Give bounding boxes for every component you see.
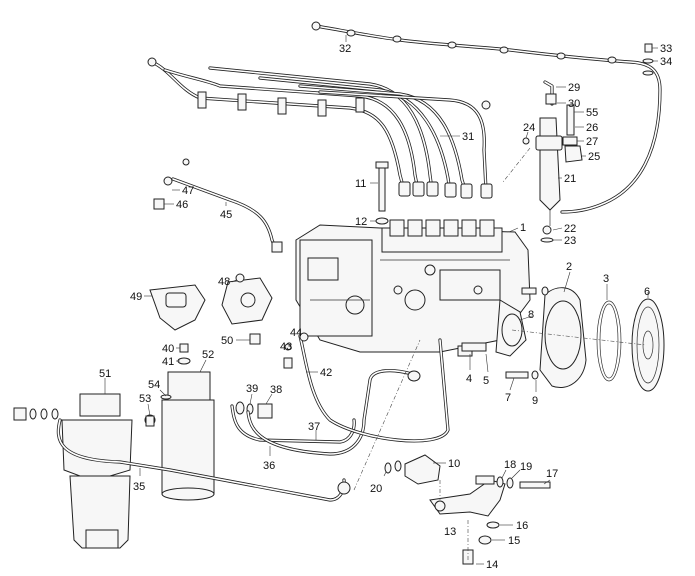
bolt-11-washer-12 — [375, 161, 389, 225]
callout-45: 45 — [220, 209, 232, 221]
high-pressure-pipes-31 — [147, 57, 493, 199]
callout-1: 1 — [520, 222, 526, 234]
callout-22: 22 — [564, 223, 576, 235]
pipe-45 — [153, 158, 283, 253]
callout-36: 36 — [263, 460, 275, 472]
callout-51: 51 — [99, 368, 111, 380]
drive-end-parts — [461, 286, 665, 392]
callout-19: 19 — [520, 461, 532, 473]
callout-37: 37 — [308, 421, 320, 433]
callout-5: 5 — [483, 375, 489, 387]
callout-38: 38 — [270, 384, 282, 396]
callout-50: 50 — [221, 335, 233, 347]
callout-34: 34 — [660, 56, 672, 68]
callout-15: 15 — [508, 535, 520, 547]
callout-53: 53 — [139, 393, 151, 405]
injector-assembly — [502, 80, 583, 243]
banjo-bolt-33-34 — [642, 43, 654, 76]
callout-46: 46 — [176, 199, 188, 211]
fuel-filters — [13, 332, 450, 549]
lower-bracket-assembly — [353, 339, 551, 565]
callout-41: 41 — [162, 356, 174, 368]
callout-43: 43 — [280, 341, 292, 353]
callout-35: 35 — [133, 481, 145, 493]
callout-49: 49 — [130, 291, 142, 303]
callout-44: 44 — [290, 327, 302, 339]
callout-labels: 1 2 3 4 5 6 7 8 9 10 11 12 13 — [99, 35, 672, 571]
callout-31: 31 — [462, 131, 474, 143]
callout-3: 3 — [603, 273, 609, 285]
callout-16: 16 — [516, 520, 528, 532]
injection-pump-1 — [295, 219, 531, 357]
callout-21: 21 — [564, 173, 576, 185]
bracket-48-adapter-49 — [149, 273, 273, 365]
callout-10: 10 — [448, 458, 460, 470]
callout-7: 7 — [505, 392, 511, 404]
callout-54: 54 — [148, 379, 160, 391]
callout-29: 29 — [568, 82, 580, 94]
callout-47: 47 — [182, 185, 194, 197]
callout-25: 25 — [588, 151, 600, 163]
callout-9: 9 — [532, 395, 538, 407]
callout-14: 14 — [486, 559, 498, 571]
callout-6: 6 — [644, 286, 650, 298]
callout-17: 17 — [546, 468, 558, 480]
callout-8: 8 — [528, 309, 534, 321]
callout-30: 30 — [568, 98, 580, 110]
callout-13: 13 — [444, 526, 456, 538]
callout-48: 48 — [218, 276, 230, 288]
callout-26: 26 — [586, 122, 598, 134]
callout-20: 20 — [370, 483, 382, 495]
callout-23: 23 — [564, 235, 576, 247]
callout-18: 18 — [504, 459, 516, 471]
callout-4: 4 — [466, 373, 472, 385]
callout-27: 27 — [586, 136, 598, 148]
callout-11: 11 — [355, 178, 366, 190]
callout-32: 32 — [339, 43, 351, 55]
callout-55: 55 — [586, 107, 598, 119]
callout-2: 2 — [566, 261, 572, 273]
callout-33: 33 — [660, 43, 672, 55]
return-line-32 — [311, 21, 662, 214]
callout-52: 52 — [202, 349, 214, 361]
callout-40: 40 — [162, 343, 174, 355]
callout-39: 39 — [246, 383, 258, 395]
callout-42: 42 — [320, 367, 332, 379]
callout-24: 24 — [523, 122, 535, 134]
callout-12: 12 — [355, 216, 367, 228]
